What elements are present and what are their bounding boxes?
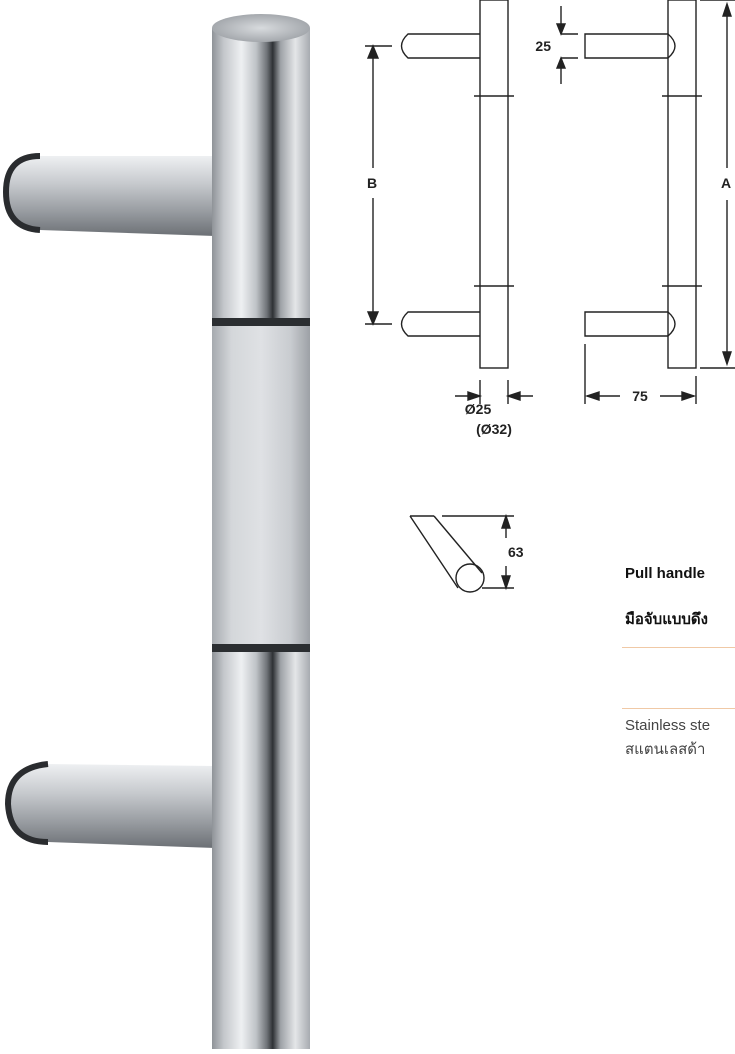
middle-sleeve [212,326,310,644]
upper-bar [212,28,310,324]
leg-diameter-label: 25 [535,38,551,54]
divider-top [622,647,735,648]
projection-label: 75 [632,388,648,404]
projection-view-drawing [555,0,735,404]
cut-end-detail [409,513,514,593]
divider-bottom [622,708,735,709]
product-title-th: มือจับแบบดึง [625,611,708,628]
product-title-en: Pull handle [625,565,706,582]
diameter-label: Ø25 [465,401,492,417]
material-th: สแตนเลสด้า [625,741,706,758]
lower-bar [212,652,310,1049]
product-photo [2,14,310,1049]
diameter-alt-label: (Ø32) [476,421,512,437]
side-view-drawing [365,0,533,404]
bar-top-cap [212,14,310,42]
lower-leg [4,761,215,848]
dimension-a-label: A [721,175,731,191]
material-en: Stainless ste [625,717,711,734]
dimension-b-label: B [367,175,377,191]
upper-leg [2,153,215,236]
cut-depth-label: 63 [508,544,524,560]
